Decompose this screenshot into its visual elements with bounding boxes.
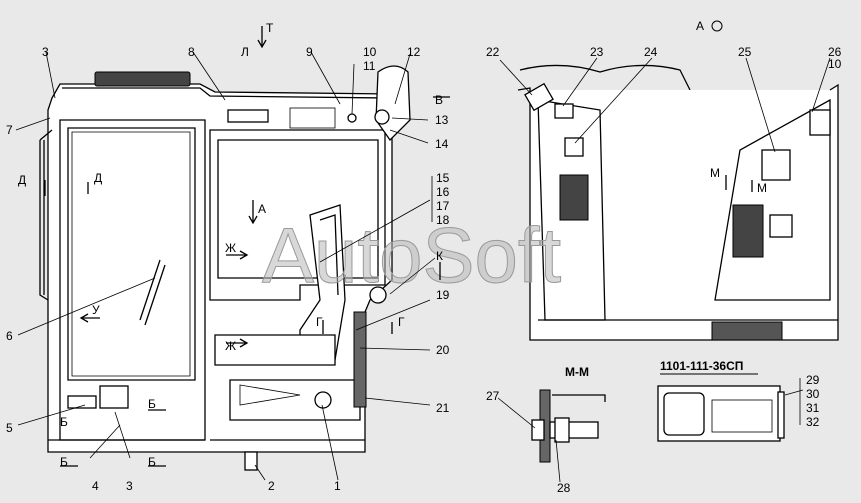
callout-M2: М <box>757 181 767 195</box>
callout-25: 25 <box>738 45 752 59</box>
callout-K: К <box>436 249 443 263</box>
callout-15: 15 <box>436 171 450 185</box>
callout-31: 31 <box>806 401 820 415</box>
watermark: AutoSoft <box>262 211 562 299</box>
callout-Zh1: Ж <box>225 241 236 255</box>
callout-L: Л <box>241 45 249 59</box>
callout-4: 4 <box>92 479 99 493</box>
callout-32: 32 <box>806 415 820 429</box>
callout-3-bot: 3 <box>126 479 133 493</box>
callout-part: 1101-111-36СП <box>660 359 743 373</box>
callout-27: 27 <box>486 389 500 403</box>
callout-23: 23 <box>590 45 604 59</box>
callout-B1: Б <box>60 415 68 429</box>
callout-1: 1 <box>334 479 341 493</box>
leader-lines <box>15 51 831 483</box>
callout-MM: М-М <box>565 365 589 379</box>
callout-Zh2: Ж <box>225 339 236 353</box>
callout-19: 19 <box>436 288 450 302</box>
callout-28: 28 <box>557 481 571 495</box>
callout-17: 17 <box>436 199 450 213</box>
callout-18: 18 <box>436 213 450 227</box>
rotation-icon <box>711 20 723 32</box>
callout-M1: М <box>710 166 720 180</box>
callout-30: 30 <box>806 387 820 401</box>
callout-5: 5 <box>6 421 13 435</box>
callout-29: 29 <box>806 373 820 387</box>
callout-viewA: А <box>696 19 704 33</box>
section-m-m <box>531 389 606 463</box>
callout-20: 20 <box>436 343 450 357</box>
arrows <box>44 26 753 467</box>
callout-21: 21 <box>436 401 450 415</box>
callout-U: У <box>92 303 100 317</box>
callout-14: 14 <box>435 137 449 151</box>
callout-B2: Б <box>148 397 156 411</box>
callout-7: 7 <box>6 123 13 137</box>
callout-11: 11 <box>363 59 376 73</box>
callout-2: 2 <box>268 479 275 493</box>
callout-8: 8 <box>188 45 195 59</box>
view-a-drawing <box>517 64 839 341</box>
callout-3-top: 3 <box>42 45 49 59</box>
callout-12: 12 <box>407 45 421 59</box>
callout-T: Т <box>266 21 274 35</box>
detail-1101 <box>657 385 785 442</box>
callout-B4: Б <box>148 455 156 469</box>
callout-V: В <box>435 93 443 107</box>
callout-D2: Д <box>94 171 102 185</box>
callout-A: А <box>258 202 266 216</box>
callout-10b: 10 <box>828 57 842 71</box>
callout-D1: Д <box>18 173 26 187</box>
callout-G2: Г <box>398 315 405 329</box>
callout-6: 6 <box>6 329 13 343</box>
cab-main-view <box>39 65 411 471</box>
callout-B3: Б <box>60 455 68 469</box>
callout-9: 9 <box>306 45 313 59</box>
callout-22: 22 <box>486 45 500 59</box>
callout-G1: Г <box>316 315 323 329</box>
callout-16: 16 <box>436 185 450 199</box>
callout-26: 26 <box>828 45 842 59</box>
callout-24: 24 <box>644 45 658 59</box>
callout-13: 13 <box>435 113 449 127</box>
callout-10: 10 <box>363 45 377 59</box>
